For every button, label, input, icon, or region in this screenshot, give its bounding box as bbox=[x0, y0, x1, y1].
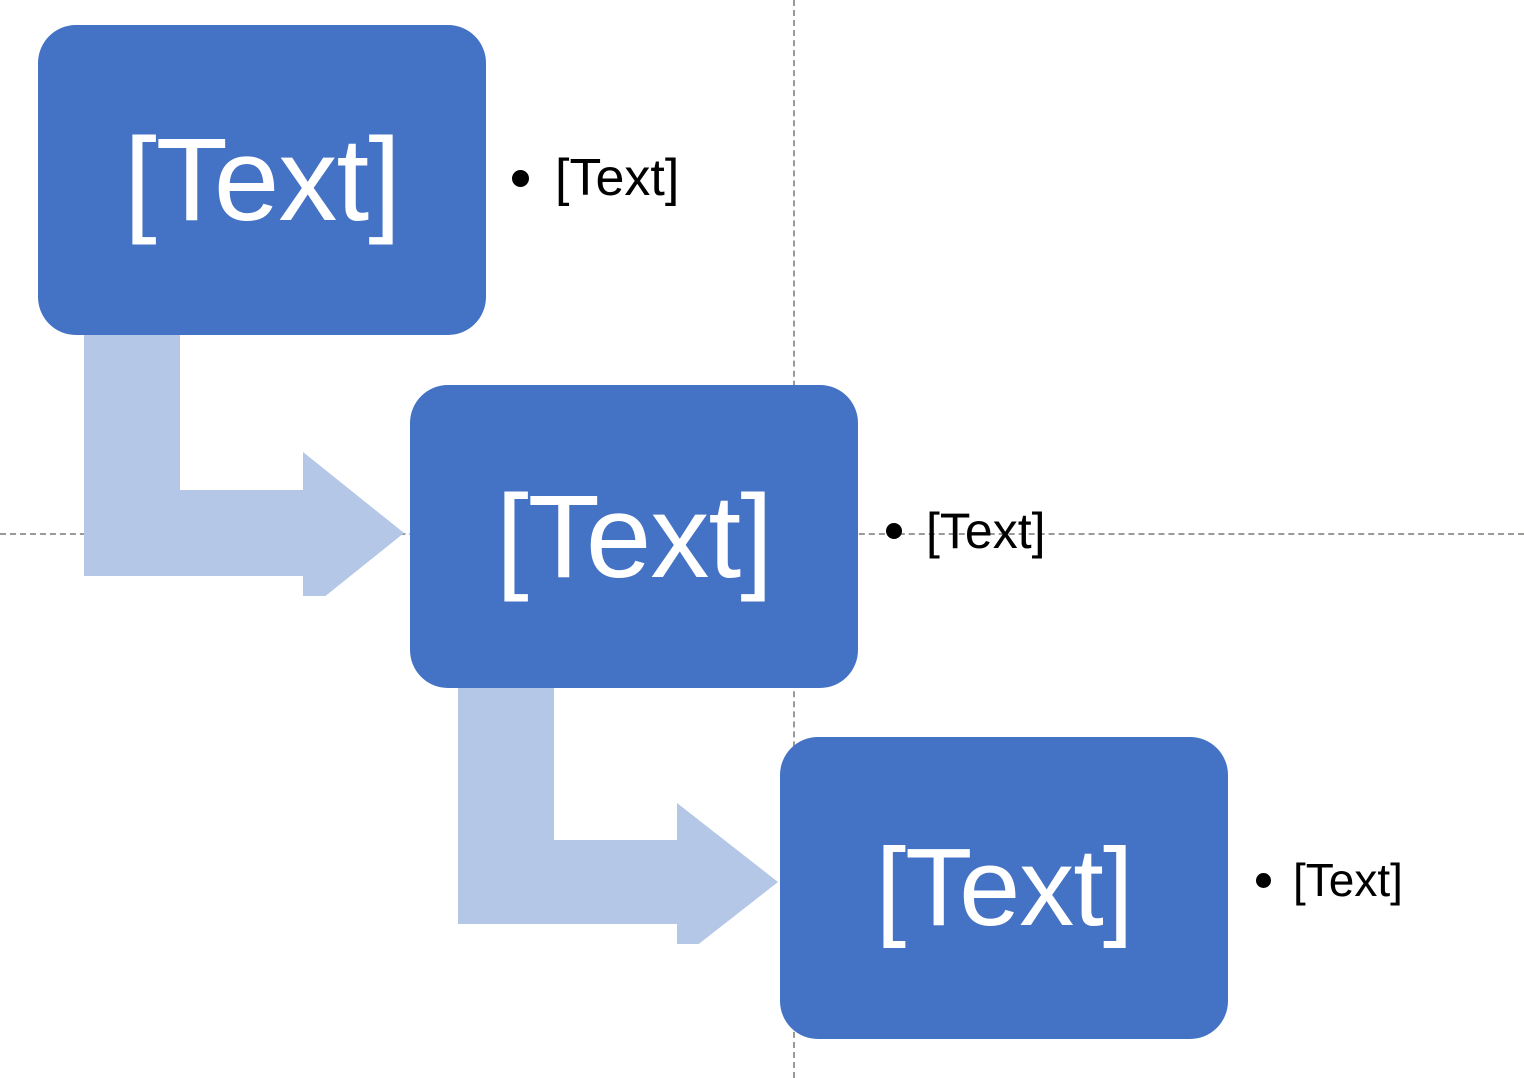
bullet-dot-icon bbox=[1256, 872, 1271, 888]
bullet-dot-icon bbox=[886, 523, 902, 539]
process-box-3[interactable]: [Text] bbox=[780, 737, 1228, 1039]
bullet-callout-3[interactable]: [Text] bbox=[1256, 857, 1403, 903]
bent-arrow-box2-to-box3[interactable] bbox=[458, 686, 778, 944]
bullet-callout-2[interactable]: [Text] bbox=[886, 506, 1045, 556]
process-box-2[interactable]: [Text] bbox=[410, 385, 858, 688]
bent-arrow-box1-to-box2[interactable] bbox=[84, 333, 404, 596]
bullet-callout-1[interactable]: [Text] bbox=[512, 152, 679, 204]
bullet-dot-icon bbox=[512, 169, 529, 187]
bullet-callout-3-label: [Text] bbox=[1293, 854, 1403, 906]
process-box-1[interactable]: [Text] bbox=[38, 25, 486, 335]
process-box-3-label: [Text] bbox=[875, 826, 1134, 949]
process-box-2-label: [Text] bbox=[496, 470, 773, 603]
bent-arrow-shape-2 bbox=[458, 686, 778, 944]
process-box-1-label: [Text] bbox=[124, 114, 401, 246]
bullet-callout-2-label: [Text] bbox=[926, 503, 1046, 559]
bullet-callout-1-label: [Text] bbox=[555, 149, 680, 207]
bent-arrow-shape-1 bbox=[84, 333, 404, 596]
